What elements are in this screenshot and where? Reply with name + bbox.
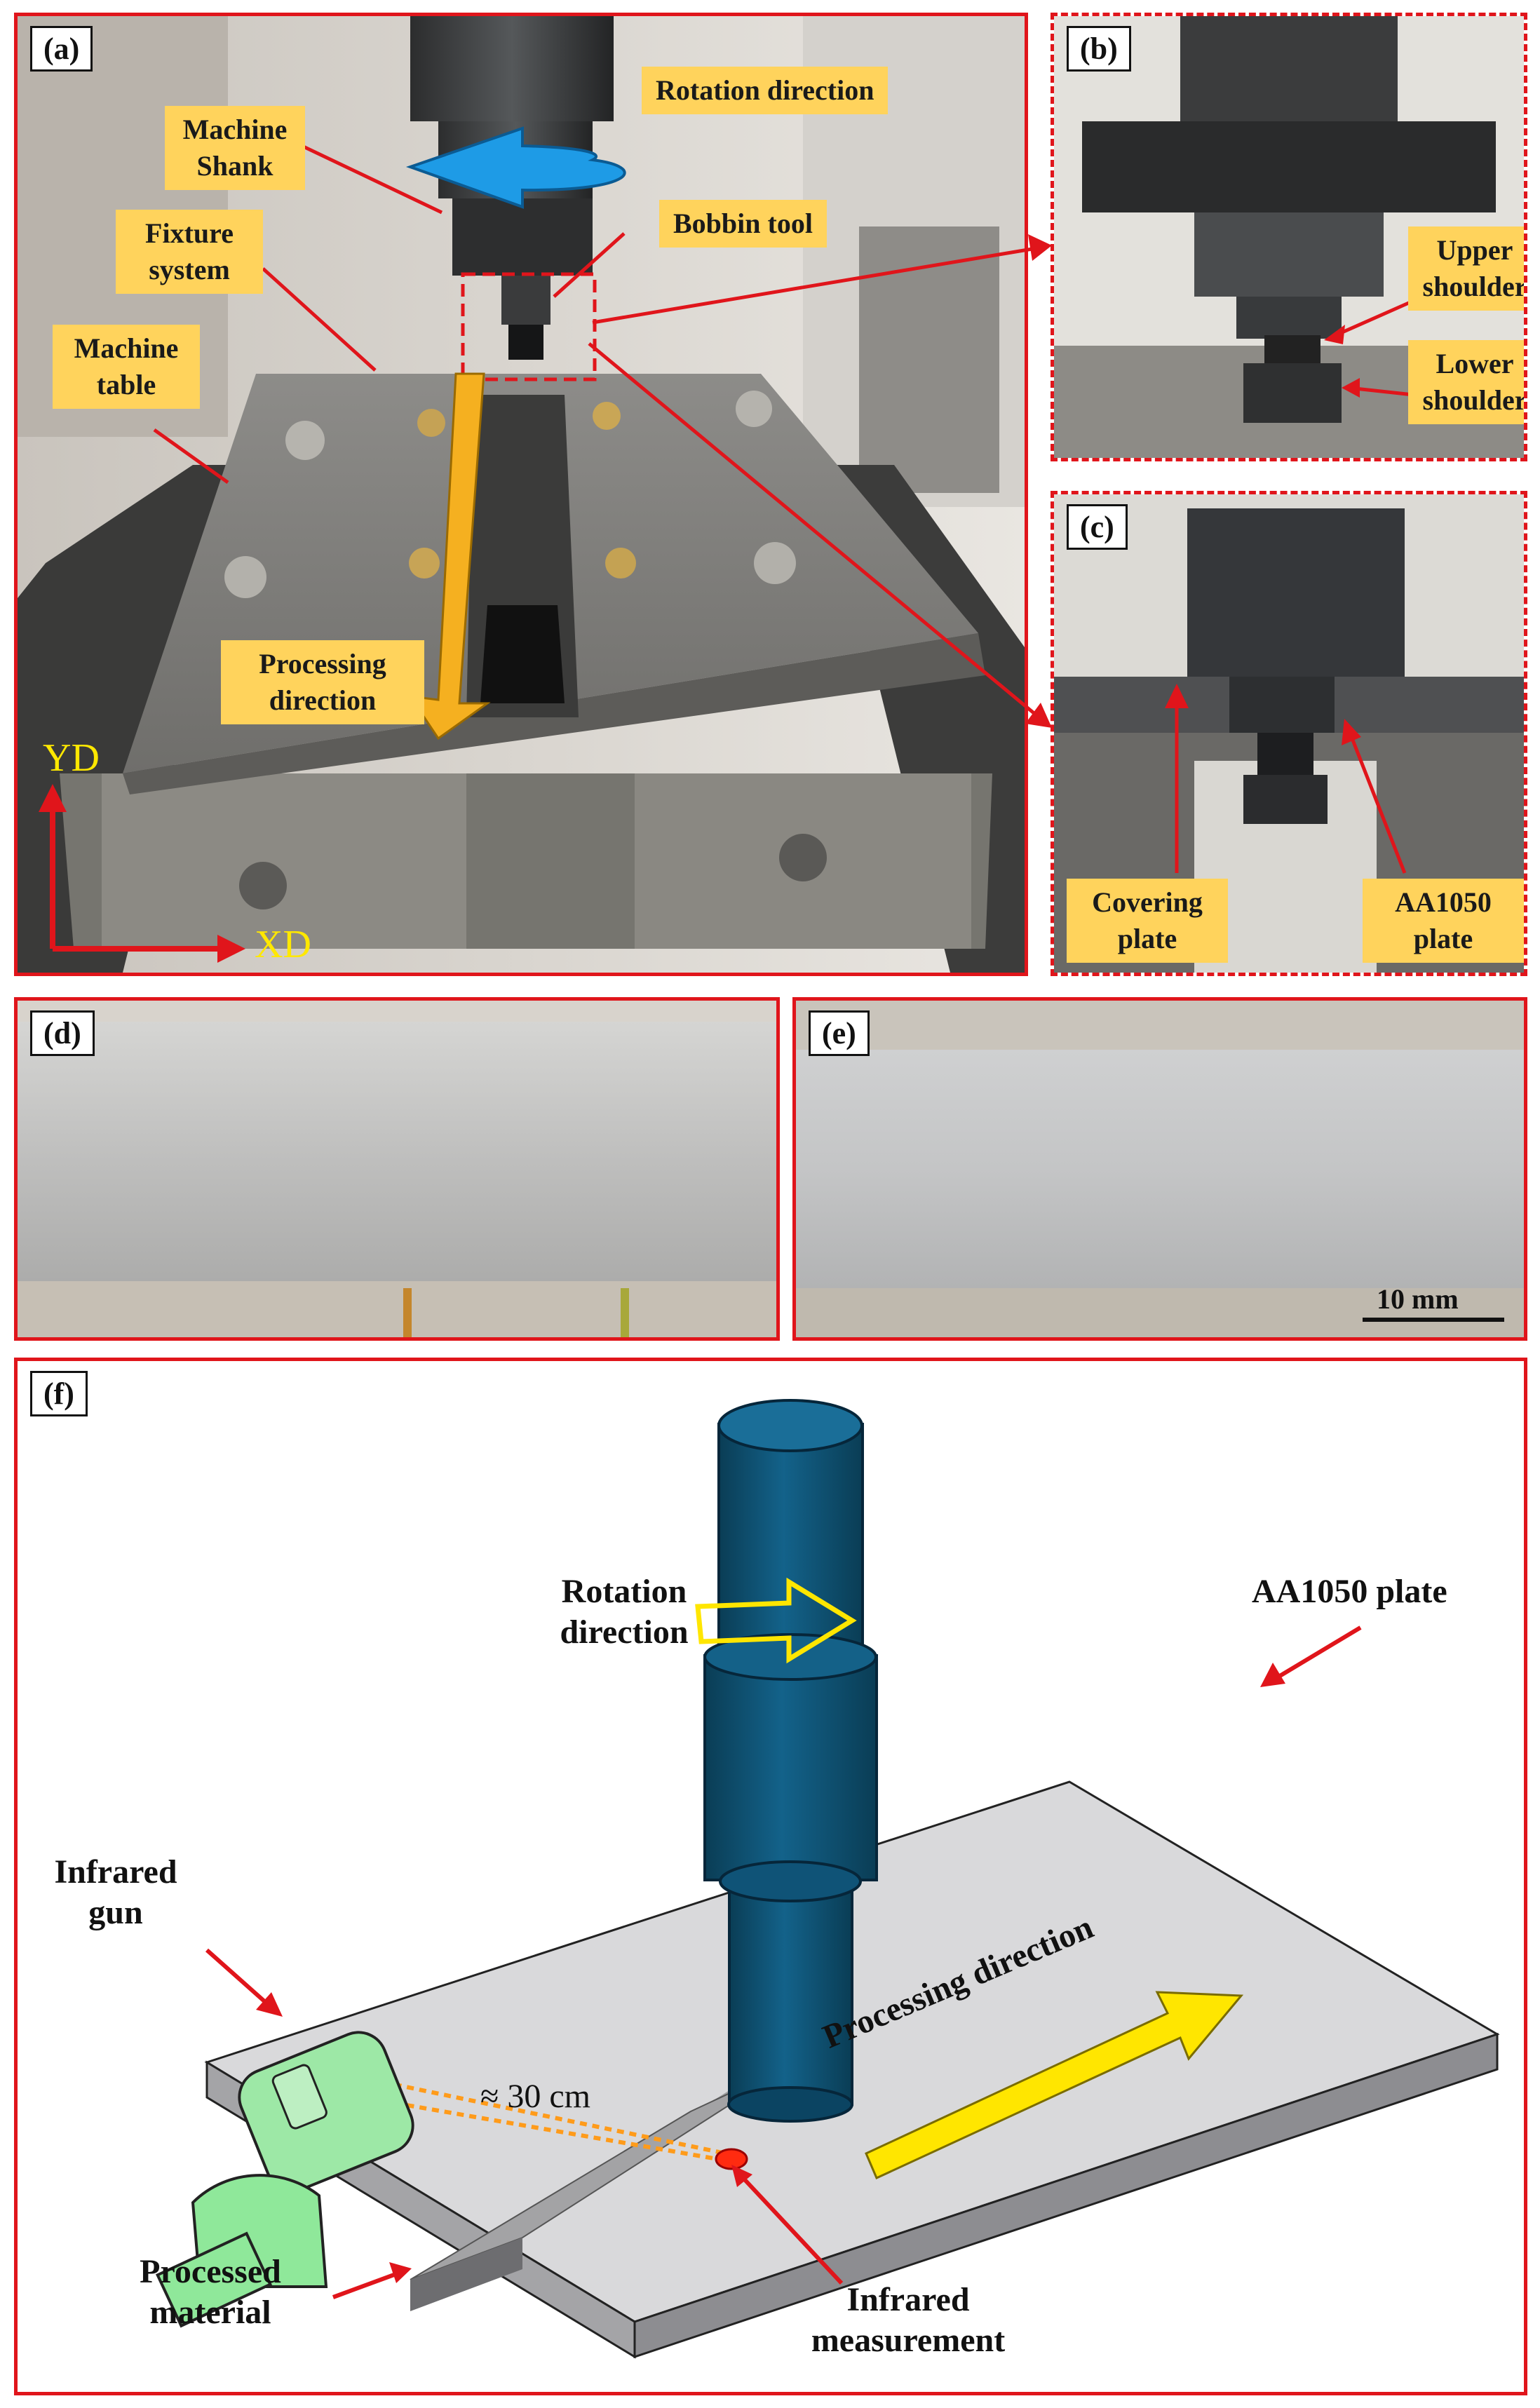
panel-c-photo xyxy=(1054,494,1524,973)
label-processed-material: Processed material xyxy=(140,2253,281,2331)
tag-rotation-direction: Rotation direction xyxy=(642,67,889,114)
panel-c: (c) Covering plate AA1050 plate xyxy=(1051,491,1527,976)
tag-aa1050-plate: AA1050 plate xyxy=(1363,879,1524,963)
tag-upper-shoulder: Upper shoulder xyxy=(1408,226,1524,311)
tag-machine-shank: Machine Shank xyxy=(165,106,305,190)
axis-yd-label: YD xyxy=(43,736,100,780)
panel-e-photo xyxy=(796,1001,1524,1337)
panel-d: (d) xyxy=(14,997,780,1341)
label-aa1050-plate: AA1050 plate xyxy=(1252,1573,1447,1610)
tag-lower-shoulder: Lower shoulder xyxy=(1408,340,1524,424)
tag-machine-table: Machine table xyxy=(53,325,200,409)
panel-d-photo xyxy=(18,1001,776,1337)
panel-a: (a) Rotation direction Machine Shank Bob… xyxy=(14,13,1028,976)
panel-b: (b) Upper shoulder Lower shoulder xyxy=(1051,13,1527,461)
label-infrared-gun: Infrared gun xyxy=(54,1853,177,1931)
tag-covering-plate: Covering plate xyxy=(1067,879,1228,963)
scale-bar-label: 10 mm xyxy=(1377,1283,1459,1315)
panel-a-label: (a) xyxy=(30,26,93,72)
infrared-gun-icon xyxy=(155,2031,414,2328)
tag-fixture-system: Fixture system xyxy=(116,210,263,294)
panel-f: (f) Rotation direction AA1050 plate Infr… xyxy=(14,1358,1527,2395)
panel-b-label: (b) xyxy=(1067,26,1131,72)
label-rotation-direction: Rotation direction xyxy=(560,1573,689,1651)
label-distance: ≈ 30 cm xyxy=(480,2078,590,2115)
tag-bobbin-tool: Bobbin tool xyxy=(659,200,827,248)
label-infrared-measurement: Infrared measurement xyxy=(811,2281,1006,2359)
panel-e: (e) 10 mm xyxy=(792,997,1527,1341)
panel-d-label: (d) xyxy=(30,1010,95,1056)
axis-xd-label: XD xyxy=(255,923,311,966)
panel-c-label: (c) xyxy=(1067,504,1128,550)
rotation-arrow-icon xyxy=(695,1577,857,1664)
panel-e-label: (e) xyxy=(809,1010,870,1056)
panel-f-label: (f) xyxy=(30,1371,88,1416)
measurement-spot xyxy=(715,2148,748,2170)
processing-direction-arrow-icon xyxy=(865,1991,1244,2180)
panel-f-diagram xyxy=(18,1361,1524,2392)
tag-processing-direction: Processing direction xyxy=(221,640,424,724)
